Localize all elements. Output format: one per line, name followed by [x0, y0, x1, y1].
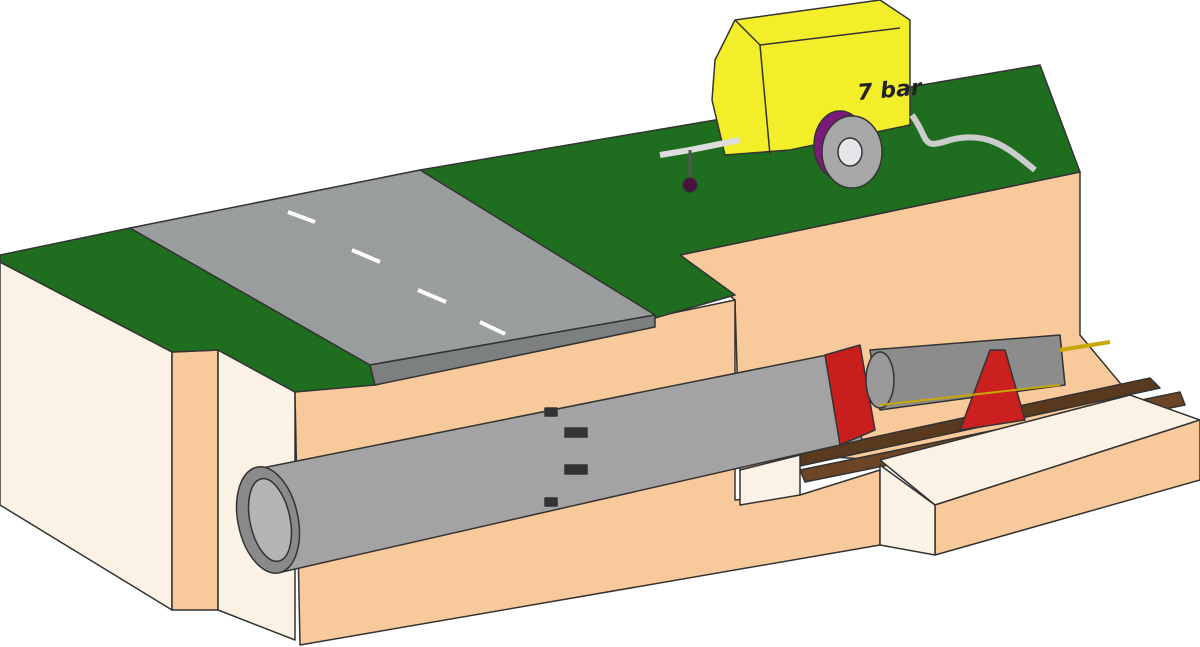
road-markings [287, 210, 506, 336]
jockey-wheel-ball [682, 177, 698, 193]
wheel-hub [837, 137, 863, 167]
red-adapter [824, 344, 876, 446]
step-top [879, 394, 1200, 506]
pipe-clamps [544, 407, 588, 507]
pipe-opening [247, 477, 293, 563]
air-hose [909, 113, 1037, 173]
jack-stand [959, 349, 1026, 431]
air-rod [1059, 340, 1111, 352]
front-notch [739, 454, 801, 506]
compressor-edge2 [759, 44, 771, 156]
ladder-rod [879, 384, 1061, 406]
step-side [879, 464, 936, 556]
road-edge [369, 314, 656, 386]
compressor-pressure-label: 7 bar [856, 75, 923, 106]
rammer-nose [865, 351, 895, 409]
left-block-front [171, 349, 219, 611]
compressor-housing [711, 0, 911, 156]
